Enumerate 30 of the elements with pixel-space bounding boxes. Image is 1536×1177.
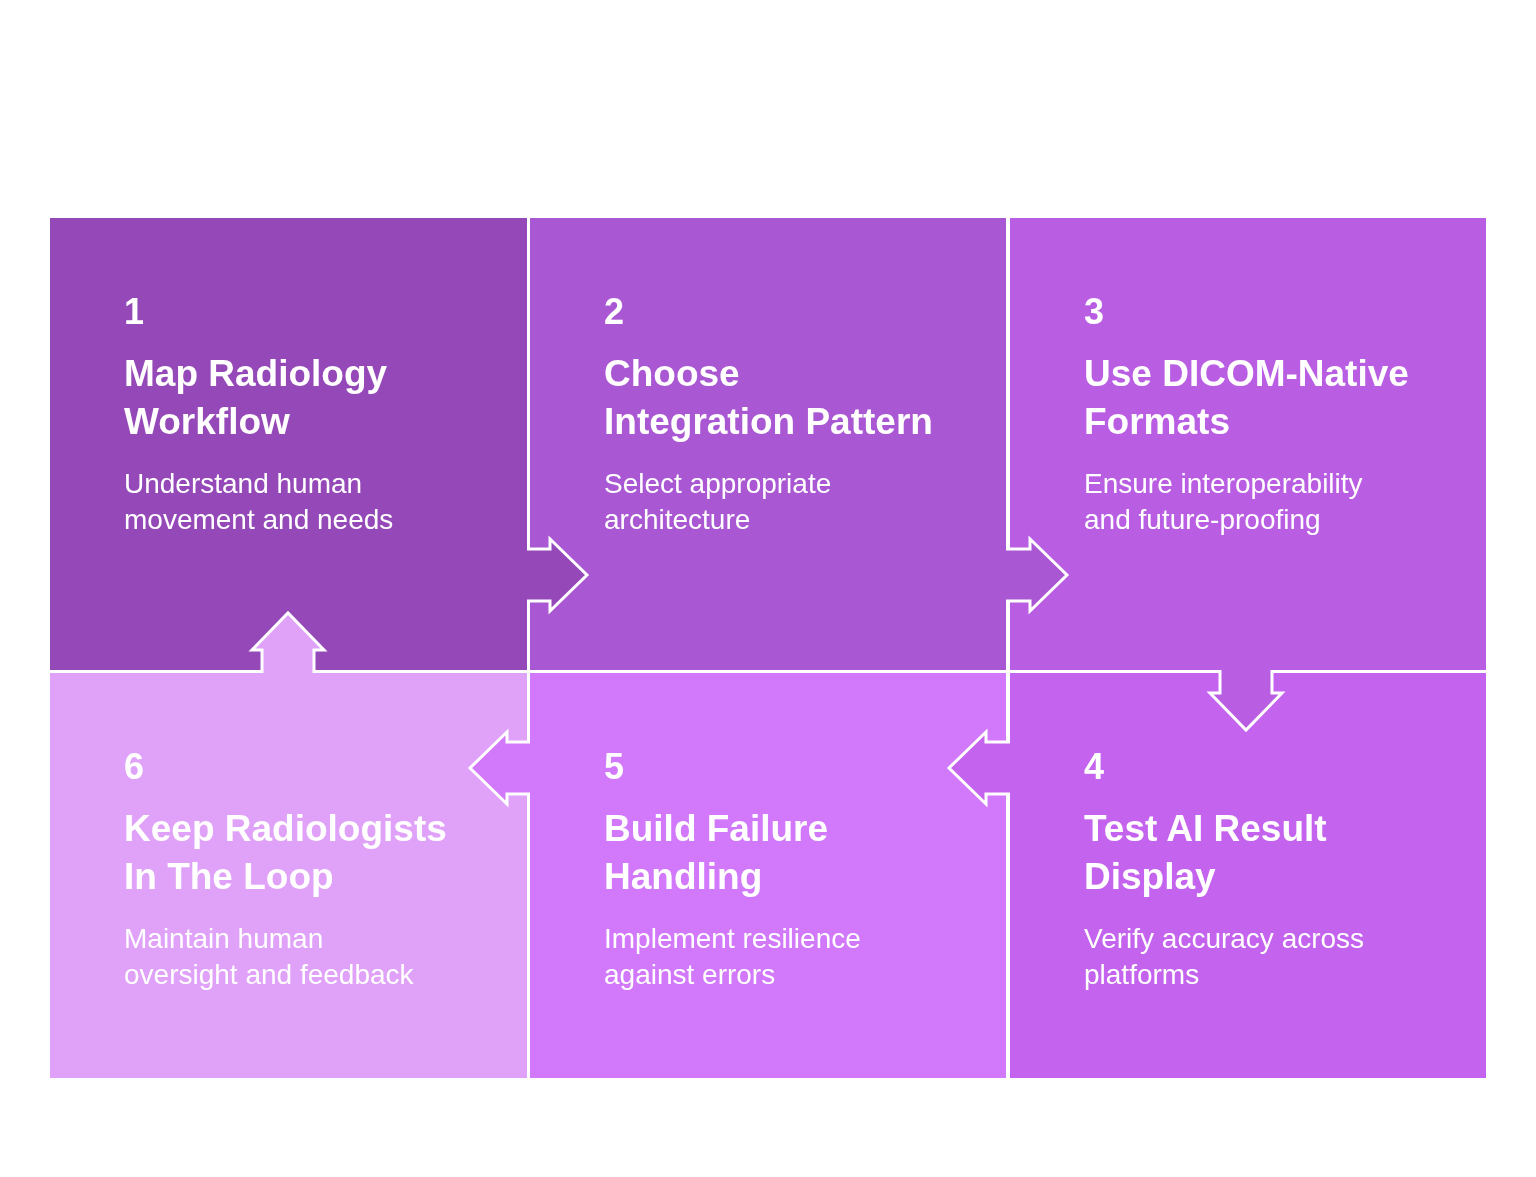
step-description: Verify accuracy across platforms bbox=[1084, 922, 1366, 992]
step-number: 1 bbox=[124, 290, 146, 334]
step-title: Choose Integration Pattern bbox=[604, 352, 934, 444]
step-description: Maintain human oversight and feedback bbox=[124, 922, 415, 992]
block-arrow bbox=[467, 728, 532, 808]
step-description: Understand human movement and needs bbox=[124, 467, 395, 537]
step-title: Use DICOM-Native Formats bbox=[1084, 352, 1410, 444]
step-panel bbox=[50, 218, 527, 670]
step-description: Implement resilience against errors bbox=[604, 922, 862, 992]
step-description: Select appropriate architecture bbox=[604, 467, 833, 537]
step-number: 3 bbox=[1084, 290, 1106, 334]
step-title: Keep Radiologists In The Loop bbox=[124, 807, 448, 899]
block-arrow bbox=[1206, 668, 1286, 733]
block-arrow bbox=[248, 610, 328, 675]
step-panel bbox=[530, 218, 1006, 670]
step-description: Ensure interoperability and future-proofing bbox=[1084, 467, 1364, 537]
step-title: Map Radiology Workflow bbox=[124, 352, 389, 444]
block-arrow bbox=[1004, 535, 1070, 615]
step-number: 6 bbox=[124, 745, 146, 789]
block-arrow bbox=[946, 728, 1012, 808]
step-number: 5 bbox=[604, 745, 626, 789]
step-title: Build Failure Handling bbox=[604, 807, 830, 899]
step-number: 4 bbox=[1084, 745, 1106, 789]
step-title: Test AI Result Display bbox=[1084, 807, 1328, 899]
step-number: 2 bbox=[604, 290, 626, 334]
block-arrow bbox=[525, 535, 590, 615]
step-panel bbox=[1010, 673, 1486, 1078]
step-panel bbox=[50, 673, 527, 1078]
step-panel bbox=[530, 673, 1006, 1078]
step-panel bbox=[1010, 218, 1486, 670]
